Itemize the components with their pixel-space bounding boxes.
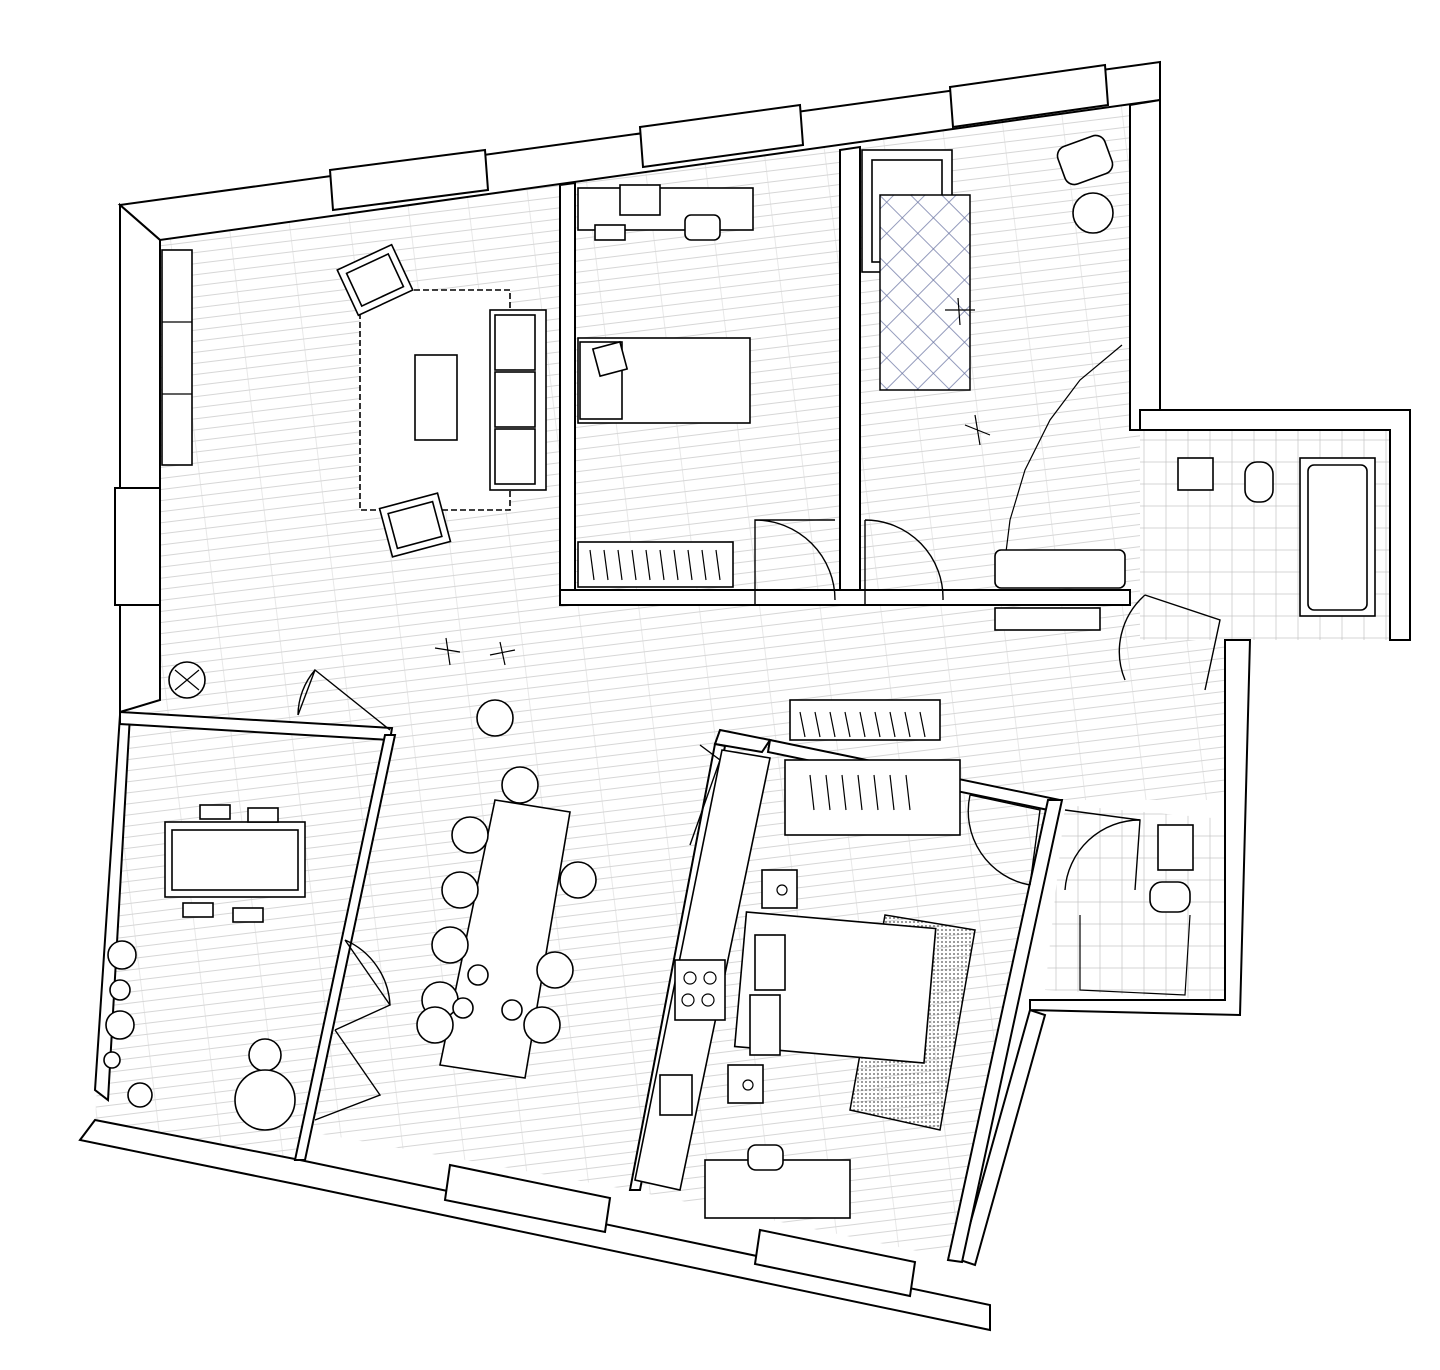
bathtub-icon — [1299, 457, 1376, 617]
sink-icon — [1177, 457, 1214, 491]
kids-room — [861, 134, 1126, 631]
toilet-icon — [1149, 881, 1191, 913]
kitchen — [634, 749, 771, 1191]
stove-icon — [674, 959, 726, 1021]
armchair-icon — [336, 243, 414, 317]
sink-icon — [1157, 824, 1194, 871]
armchair-icon — [1056, 134, 1114, 186]
windows — [114, 63, 1110, 1298]
living-room — [161, 243, 547, 737]
bed-icon — [733, 911, 937, 1064]
sofa-icon — [489, 309, 547, 491]
play-mat — [879, 194, 971, 391]
balcony — [103, 804, 306, 1131]
small-bathroom — [1079, 824, 1194, 996]
toilet-icon — [1244, 461, 1274, 503]
dining-chair-icon — [416, 766, 597, 1044]
master-bedroom — [704, 699, 976, 1219]
coffee-table — [414, 354, 458, 441]
bed-icon — [577, 337, 751, 424]
small-bathroom-floor — [1045, 805, 1235, 1000]
doors — [297, 519, 1221, 1121]
armchair-icon — [378, 492, 452, 558]
toy-airplane-icon — [945, 297, 991, 446]
ball-icon — [476, 699, 514, 737]
bathroom — [1177, 457, 1376, 617]
bookshelf — [161, 249, 193, 466]
dining-area — [416, 766, 597, 1079]
bedroom — [577, 184, 754, 588]
plant-icon — [168, 661, 206, 699]
toy-airplane-icon — [434, 637, 516, 666]
wardrobe — [577, 541, 734, 588]
sink-icon — [659, 1074, 693, 1116]
chair — [619, 184, 661, 216]
plant-icon — [103, 940, 296, 1131]
